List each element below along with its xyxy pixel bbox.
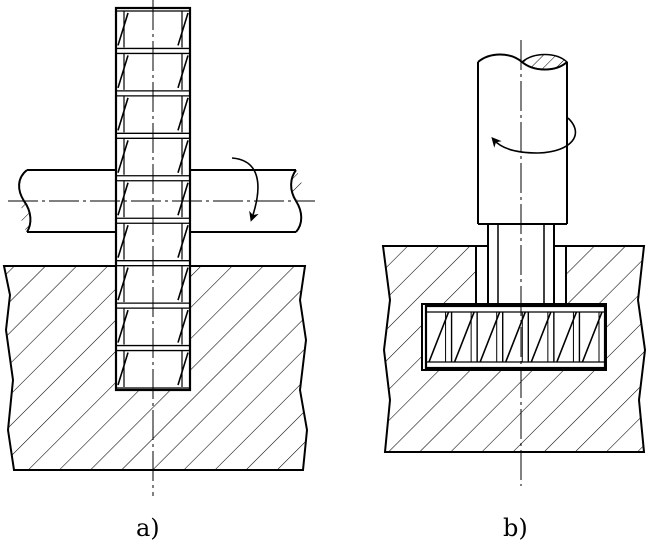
rotation-arrow-icon <box>231 157 259 222</box>
spindle-shank <box>477 53 569 225</box>
caption-b: b) <box>503 514 528 542</box>
cutter-teeth-b <box>425 311 606 363</box>
panel-a <box>2 0 315 496</box>
panel-b <box>381 40 647 486</box>
caption-a: a) <box>136 514 160 542</box>
rotation-arrow-icon <box>491 117 577 154</box>
t-slot-cutter <box>424 304 607 370</box>
